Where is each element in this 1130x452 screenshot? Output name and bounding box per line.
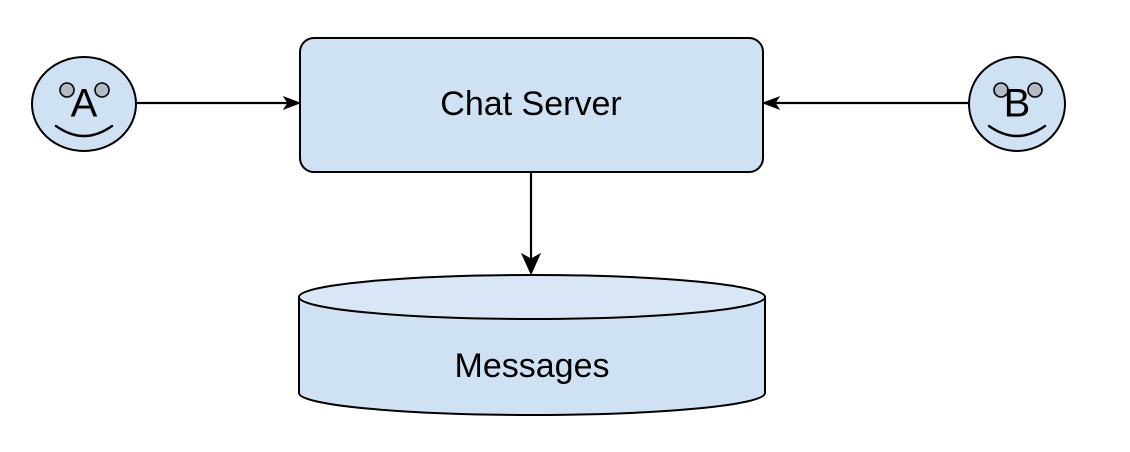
edge-chat-server-to-messages[interactable] [520,172,542,276]
messages-store-label: Messages [455,347,610,385]
actor-a-left-eye-icon [59,82,75,98]
edge-b-to-chat-server[interactable] [761,95,968,111]
messages-store-node[interactable]: Messages [298,274,766,416]
actor-a-smile-icon [54,124,114,138]
chat-server-box [299,37,764,173]
edge-b-to-chat-server-arrowhead [761,95,781,111]
messages-store-cylinder-body [298,296,766,416]
actor-b-right-eye-icon [1027,82,1043,98]
messages-store-cylinder-top [298,274,766,320]
edge-chat-server-to-messages-arrowhead [520,252,542,276]
actor-a-label: A [71,82,98,126]
actor-a-node[interactable]: A [31,56,137,152]
actor-b-node[interactable]: B [968,56,1066,152]
actor-b-smile-icon [987,124,1047,138]
actor-a-right-eye-icon [94,82,110,98]
chat-server-node[interactable]: Chat Server [299,37,764,173]
edge-a-to-chat-server-arrowhead [282,95,302,111]
actor-b-label: B [1004,82,1031,126]
edge-a-to-chat-server[interactable] [136,95,302,111]
chat-server-label: Chat Server [440,85,621,123]
actor-b-left-eye-icon [993,82,1009,98]
